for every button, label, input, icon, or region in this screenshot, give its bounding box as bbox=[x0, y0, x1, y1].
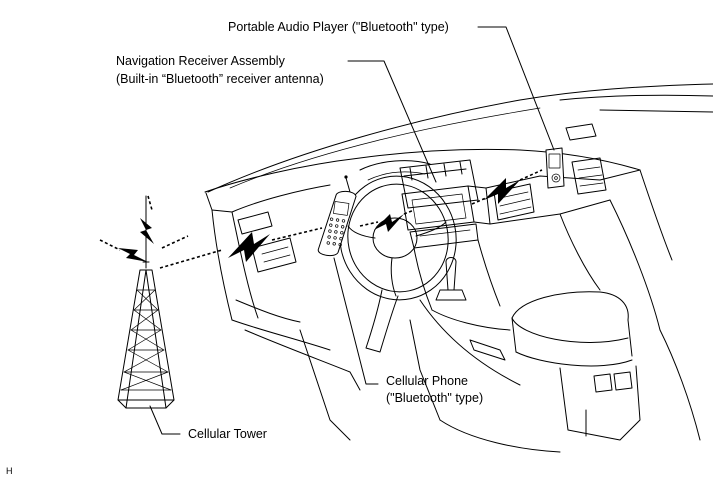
leader-lines bbox=[149, 26, 555, 435]
figure-code: H bbox=[6, 466, 13, 476]
cellular-phone-drawing bbox=[317, 175, 357, 257]
label-cellular-tower: Cellular Tower bbox=[188, 427, 267, 441]
label-navigation-receiver-line1: Navigation Receiver Assembly bbox=[116, 54, 285, 68]
label-cellular-phone-line2: ("Bluetooth" type) bbox=[386, 391, 484, 405]
label-cellular-phone-line1: Cellular Phone bbox=[386, 374, 468, 388]
portable-audio-player-drawing bbox=[545, 147, 565, 189]
radio-waves bbox=[99, 169, 543, 269]
label-portable-audio-player: Portable Audio Player ("Bluetooth" type) bbox=[228, 20, 449, 34]
dashboard-drawing bbox=[204, 83, 713, 453]
label-navigation-receiver-line2: (Built-in “Bluetooth” receiver antenna) bbox=[116, 72, 324, 86]
